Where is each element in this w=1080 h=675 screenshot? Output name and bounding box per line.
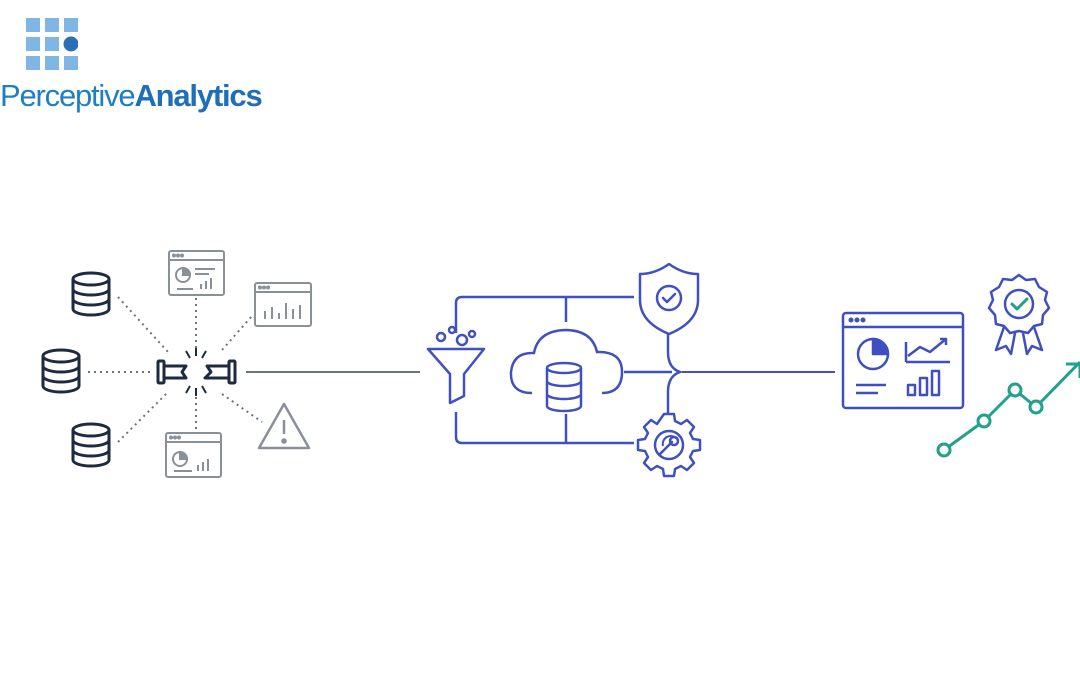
- brand-name-part1: Perceptive: [0, 78, 136, 113]
- warning-icon: [257, 402, 311, 450]
- security-shield-icon: [638, 262, 700, 336]
- brand-name-part2: Analytics: [134, 78, 262, 113]
- gear-settings-icon: [636, 412, 702, 478]
- dashboard-report-icon: [254, 282, 312, 327]
- brand-logo: PerceptiveAnalytics: [0, 14, 263, 114]
- quality-badge-icon: [987, 273, 1051, 356]
- cloud-database-icon: [509, 328, 624, 413]
- growth-trend-icon: [936, 360, 1080, 458]
- left-cluster: [41, 250, 312, 478]
- database-icon: [71, 422, 111, 468]
- data-pipeline-diagram: [41, 250, 1080, 478]
- middle-cluster: [426, 262, 702, 478]
- funnel-filter-icon: [426, 325, 486, 405]
- dashboard-report-icon: [165, 432, 222, 478]
- brand-name: PerceptiveAnalytics: [0, 78, 263, 113]
- right-cluster: [841, 273, 1080, 458]
- analytics-dashboard-icon: [841, 311, 965, 410]
- logo-grid-icon: [26, 18, 78, 70]
- pipeline-frame: [454, 295, 684, 445]
- database-icon: [41, 348, 81, 394]
- dotted-connectors: [88, 296, 263, 443]
- database-icon: [71, 271, 111, 317]
- dashboard-report-icon: [168, 250, 225, 296]
- broken-pipe-icon: [156, 348, 237, 396]
